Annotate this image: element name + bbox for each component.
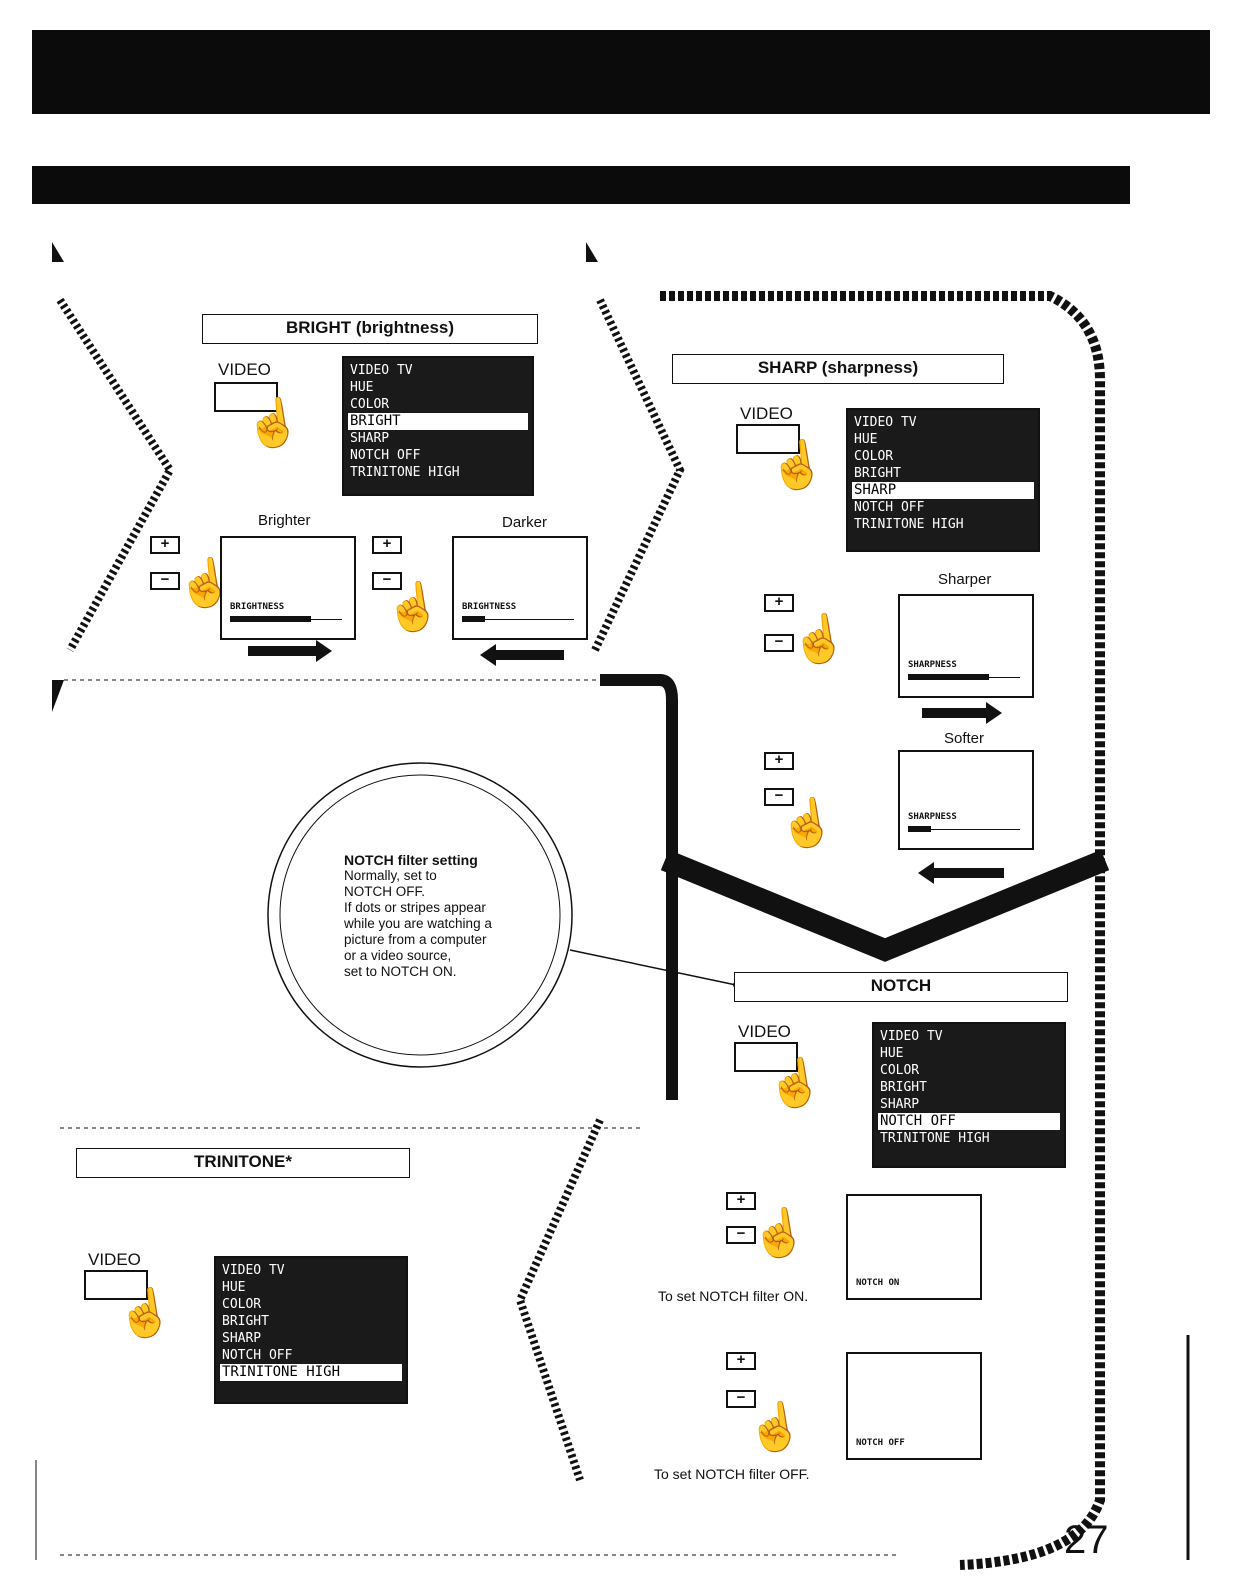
trinitone-menu: VIDEO TV HUE COLOR BRIGHT SHARP NOTCH OF… — [214, 1256, 408, 1404]
hand-icon: ☝ — [112, 1283, 177, 1343]
notch-on-caption: To set NOTCH filter ON. — [658, 1288, 809, 1304]
sharper-caption: Sharper — [938, 571, 992, 588]
page-number: 27 — [1064, 1518, 1109, 1562]
sharper-screen: SHARPNESS — [898, 594, 1034, 698]
bright-menu: VIDEO TV HUE COLOR BRIGHT SHARP NOTCH OF… — [342, 356, 534, 496]
section-bar — [32, 166, 1130, 204]
plus-button[interactable]: + — [726, 1352, 756, 1370]
minus-button[interactable]: − — [764, 788, 794, 806]
arrow-head-icon — [316, 640, 332, 662]
note-line: NOTCH OFF. — [344, 884, 425, 899]
minus-button[interactable]: − — [726, 1226, 756, 1244]
minus-button[interactable]: − — [764, 634, 794, 652]
minus-button[interactable]: − — [150, 572, 180, 590]
left-arrow-icon — [494, 650, 564, 660]
note-line: set to NOTCH ON. — [344, 964, 457, 979]
note-line: picture from a computer — [344, 932, 487, 947]
note-line: or a video source, — [344, 948, 452, 963]
right-arrow-icon — [248, 646, 318, 656]
hand-icon: ☝ — [786, 609, 851, 669]
notch-note-heading: NOTCH filter setting — [344, 852, 478, 868]
level-bar — [462, 616, 485, 622]
arrow-head-icon — [480, 644, 496, 666]
header-bar — [32, 30, 1210, 114]
video-button-label: VIDEO — [738, 1022, 791, 1041]
video-button[interactable] — [734, 1042, 798, 1072]
right-arrow-icon — [922, 708, 988, 718]
note-line: while you are watching a — [344, 916, 492, 931]
level-bar — [230, 616, 311, 622]
note-line: Normally, set to — [344, 868, 437, 883]
notch-off-screen: NOTCH OFF — [846, 1352, 982, 1460]
arrow-head-icon — [986, 702, 1002, 724]
video-button-label: VIDEO — [218, 360, 271, 379]
notch-title: NOTCH — [734, 972, 1068, 1002]
hand-icon: ☝ — [742, 1397, 807, 1457]
left-arrow-icon — [932, 868, 1004, 878]
hand-icon: ☝ — [762, 1053, 827, 1113]
brighter-caption: Brighter — [258, 512, 311, 529]
softer-caption: Softer — [944, 730, 985, 747]
plus-button[interactable]: + — [764, 594, 794, 612]
hand-icon: ☝ — [380, 577, 445, 637]
notch-menu: VIDEO TV HUE COLOR BRIGHT SHARP NOTCH OF… — [872, 1022, 1066, 1168]
video-button[interactable] — [84, 1270, 148, 1300]
plus-button[interactable]: + — [150, 536, 180, 554]
plus-button[interactable]: + — [372, 536, 402, 554]
level-bar — [908, 826, 931, 832]
sharp-title: SHARP (sharpness) — [672, 354, 1004, 384]
brighter-screen: BRIGHTNESS — [220, 536, 356, 640]
bright-title: BRIGHT (brightness) — [202, 314, 538, 344]
trinitone-title: TRINITONE* — [76, 1148, 410, 1178]
hand-icon: ☝ — [764, 435, 829, 495]
hand-icon: ☝ — [240, 393, 305, 453]
minus-button[interactable]: − — [372, 572, 402, 590]
darker-caption: Darker — [502, 514, 548, 531]
note-line: If dots or stripes appear — [344, 900, 486, 915]
minus-button[interactable]: − — [726, 1390, 756, 1408]
hand-icon: ☝ — [774, 793, 839, 853]
plus-button[interactable]: + — [726, 1192, 756, 1210]
notch-note: NOTCH filter setting Normally, set to NO… — [344, 852, 544, 980]
video-button-label: VIDEO — [88, 1250, 141, 1269]
notch-off-caption: To set NOTCH filter OFF. — [654, 1466, 810, 1482]
video-button-label: VIDEO — [740, 404, 793, 423]
darker-screen: BRIGHTNESS — [452, 536, 588, 640]
hand-icon: ☝ — [746, 1203, 811, 1263]
softer-screen: SHARPNESS — [898, 750, 1034, 850]
video-button[interactable] — [736, 424, 800, 454]
notch-on-screen: NOTCH ON — [846, 1194, 982, 1300]
arrow-head-icon — [918, 862, 934, 884]
sharp-menu: VIDEO TV HUE COLOR BRIGHT SHARP NOTCH OF… — [846, 408, 1040, 552]
plus-button[interactable]: + — [764, 752, 794, 770]
video-button[interactable] — [214, 382, 278, 412]
level-bar — [908, 674, 989, 680]
